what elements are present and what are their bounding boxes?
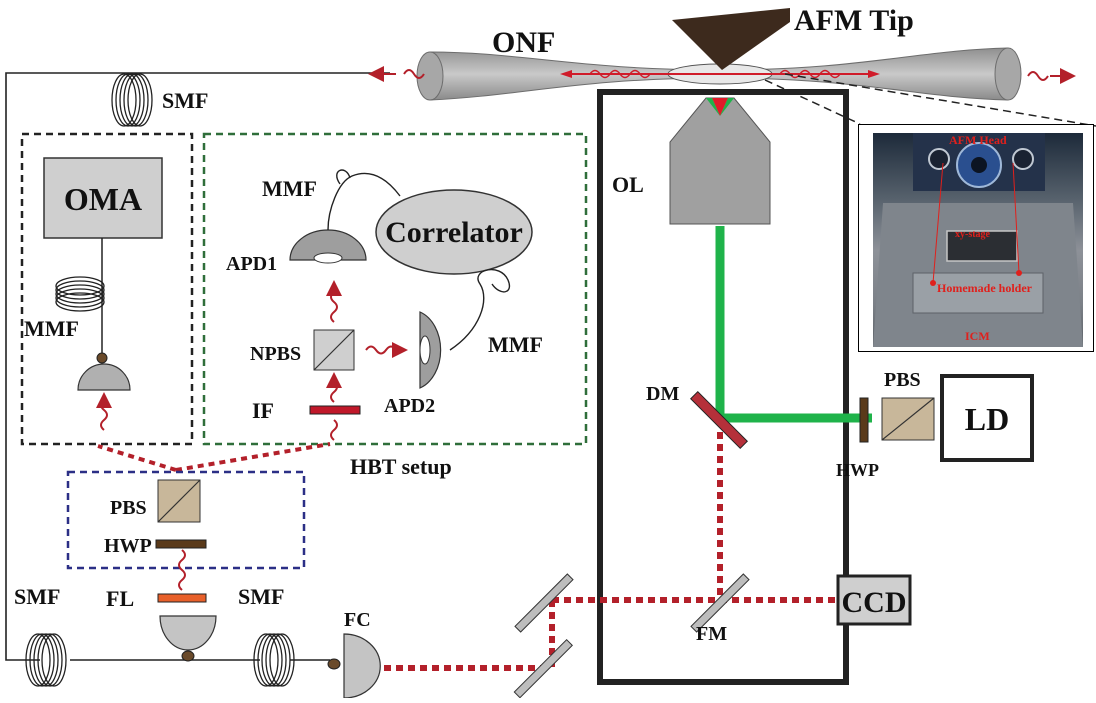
- label-oma: OMA: [64, 181, 142, 217]
- label-mmf-right: MMF: [488, 332, 543, 357]
- apd1-detector: [289, 229, 367, 261]
- label-correlator: Correlator: [385, 216, 523, 249]
- onf-emission-left: [368, 66, 425, 82]
- label-hbt-setup: HBT setup: [350, 454, 452, 479]
- ccd-box: [836, 574, 912, 626]
- label-fm: FM: [696, 623, 727, 645]
- afm-tip-shape: [672, 8, 790, 70]
- correlator-box: [375, 189, 533, 275]
- microscope-frame: [597, 89, 849, 685]
- onf-emission-right: [1027, 68, 1076, 84]
- smf-loop-line: [5, 72, 390, 661]
- hwp-left: [155, 539, 207, 549]
- label-hwp-left: HWP: [104, 535, 152, 557]
- polarization-dashed-box: [66, 470, 306, 570]
- apd1-fiber-loop: [336, 169, 351, 185]
- oma-input-beam: [100, 399, 108, 431]
- apd1-fiber: [327, 172, 401, 231]
- if-beam: [330, 419, 338, 441]
- afm-inset-photo: AFM Head xy-stage Homemade holder ICM: [858, 124, 1094, 352]
- afm-photo: AFM Head xy-stage Homemade holder ICM: [873, 133, 1083, 347]
- ld-box: [940, 374, 1034, 462]
- label-ccd: CCD: [842, 586, 907, 619]
- zoom-line: [764, 73, 1096, 127]
- label-npbs: NPBS: [250, 343, 301, 365]
- label-afm-tip: AFM Tip: [794, 4, 914, 37]
- label-ld: LD: [965, 401, 1009, 437]
- pbs-input-beam: [178, 549, 186, 591]
- fl-filter: [157, 593, 207, 603]
- fc-connector: [327, 658, 341, 670]
- label-fl: FL: [106, 586, 134, 611]
- hbt-dashed-box: [202, 132, 588, 446]
- apd2-fiber: [449, 268, 511, 351]
- hwp-right: [859, 397, 869, 443]
- label-pbs-left: PBS: [110, 497, 147, 519]
- npbs-cube: [313, 329, 355, 371]
- pbs-right: [881, 397, 935, 441]
- flip-mirror: [690, 573, 750, 633]
- inset-label-afm-head: AFM Head: [949, 133, 1007, 147]
- apd1-window: [313, 252, 343, 264]
- apd2-beam: [365, 345, 397, 355]
- red-beam-split-oma: [97, 444, 177, 472]
- label-mmf-left: MMF: [24, 316, 79, 341]
- afm-photo-graphic: [873, 133, 1083, 347]
- smf-coil-left: [25, 633, 67, 687]
- label-pbs-right: PBS: [884, 369, 921, 391]
- label-smf-top: SMF: [162, 88, 208, 113]
- inset-label-stage: xy-stage: [955, 229, 990, 240]
- label-ol: OL: [612, 172, 644, 197]
- mmf-coil-left: [55, 276, 105, 312]
- label-apd1: APD1: [226, 253, 277, 275]
- label-mmf-top: MMF: [262, 176, 317, 201]
- inset-label-holder: Homemade holder: [937, 281, 1032, 295]
- inset-label-icm: ICM: [965, 329, 990, 343]
- label-smf-left: SMF: [14, 584, 60, 609]
- apd2-window: [419, 335, 431, 365]
- oma-detector-connector: [96, 352, 108, 364]
- apd1-beam: [330, 291, 338, 323]
- label-onf: ONF: [492, 26, 555, 59]
- collimator-connector: [181, 650, 195, 662]
- objective-lens: [669, 97, 771, 225]
- label-fc: FC: [344, 609, 371, 631]
- label-apd2: APD2: [384, 395, 435, 417]
- oma-box: [43, 157, 163, 239]
- if-filter: [309, 405, 361, 415]
- if-to-npbs-beam: [330, 381, 338, 403]
- fiber-coupler: [343, 633, 381, 699]
- label-smf-mid: SMF: [238, 584, 284, 609]
- smf-coil-mid: [253, 633, 295, 687]
- label-if: IF: [252, 398, 274, 423]
- oma-dashed-box: [20, 132, 194, 446]
- red-beam-split-hbt: [175, 442, 331, 472]
- dichroic-mirror: [690, 391, 748, 449]
- steering-mirror-upper: [514, 573, 574, 633]
- steering-mirror-lower: [513, 639, 573, 699]
- pbs-left: [157, 479, 201, 523]
- oma-detector: [77, 363, 131, 391]
- label-dm: DM: [646, 383, 679, 405]
- label-hwp-right: HWP: [836, 460, 879, 480]
- collimator: [159, 615, 217, 651]
- smf-coil-top: [111, 73, 153, 127]
